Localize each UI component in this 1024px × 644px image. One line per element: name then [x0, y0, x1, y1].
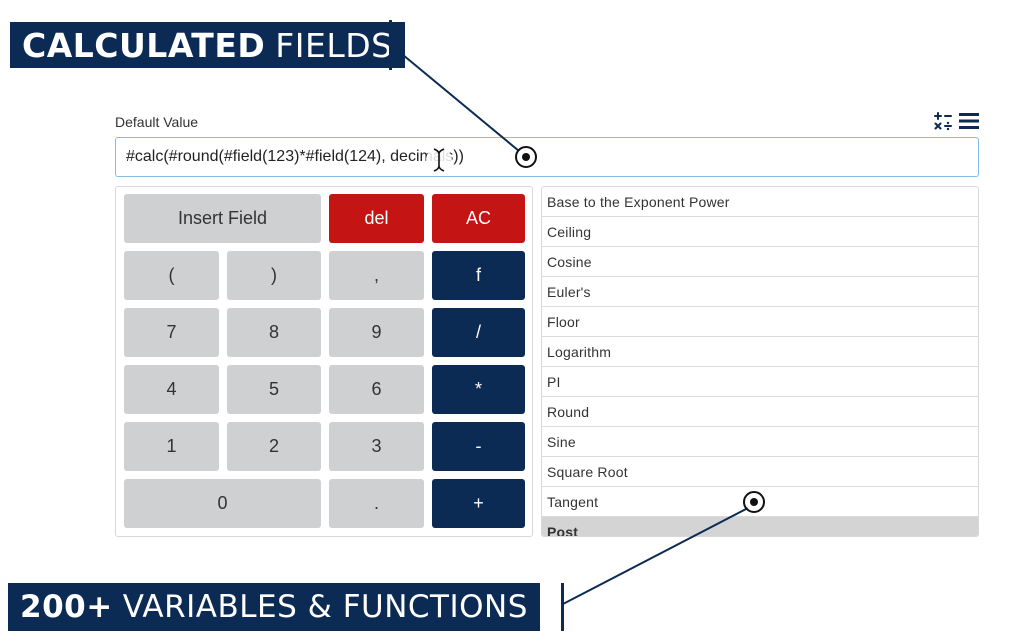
hamburger-menu-icon[interactable] — [959, 112, 979, 135]
function-item-pi[interactable]: PI — [542, 367, 978, 397]
function-item-base-exponent[interactable]: Base to the Exponent Power — [542, 187, 978, 217]
digit-1-button[interactable]: 1 — [124, 422, 219, 471]
digit-0-button[interactable]: 0 — [124, 479, 321, 528]
del-button[interactable]: del — [329, 194, 424, 243]
function-item-eulers[interactable]: Euler's — [542, 277, 978, 307]
digit-5-button[interactable]: 5 — [227, 365, 321, 414]
digit-9-button[interactable]: 9 — [329, 308, 424, 357]
comma-button[interactable]: , — [329, 251, 424, 300]
digit-7-button[interactable]: 7 — [124, 308, 219, 357]
digit-3-button[interactable]: 3 — [329, 422, 424, 471]
banner-top-divider — [389, 20, 392, 70]
function-item-round[interactable]: Round — [542, 397, 978, 427]
calculator-operators-icon[interactable] — [933, 111, 953, 136]
function-item-logarithm[interactable]: Logarithm — [542, 337, 978, 367]
calculated-fields-banner: CALCULATED FIELDS — [10, 22, 405, 68]
function-button[interactable]: f — [432, 251, 525, 300]
open-paren-button[interactable]: ( — [124, 251, 219, 300]
banner-top-light: FIELDS — [275, 25, 393, 65]
function-list[interactable]: Base to the Exponent Power Ceiling Cosin… — [541, 186, 979, 537]
text-cursor-icon — [421, 145, 457, 175]
insert-field-button[interactable]: Insert Field — [124, 194, 321, 243]
function-item-sine[interactable]: Sine — [542, 427, 978, 457]
ac-button[interactable]: AC — [432, 194, 525, 243]
close-paren-button[interactable]: ) — [227, 251, 321, 300]
plus-button[interactable]: + — [432, 479, 525, 528]
function-section-header: Post — [542, 517, 978, 536]
digit-6-button[interactable]: 6 — [329, 365, 424, 414]
decimal-point-button[interactable]: . — [329, 479, 424, 528]
function-item-floor[interactable]: Floor — [542, 307, 978, 337]
digit-8-button[interactable]: 8 — [227, 308, 321, 357]
variables-functions-banner: 200+ VARIABLES & FUNCTIONS — [8, 583, 540, 631]
formula-input[interactable] — [115, 137, 979, 177]
calculator-keypad: Insert Field del AC ( ) , f 7 8 9 / 4 5 … — [115, 186, 533, 537]
banner-bottom-bold: 200+ — [20, 589, 113, 625]
callout-line-top — [390, 44, 520, 152]
banner-bottom-light: VARIABLES & FUNCTIONS — [122, 589, 528, 625]
function-item-square-root[interactable]: Square Root — [542, 457, 978, 487]
function-item-cosine[interactable]: Cosine — [542, 247, 978, 277]
minus-button[interactable]: - — [432, 422, 525, 471]
divide-button[interactable]: / — [432, 308, 525, 357]
banner-top-bold: CALCULATED — [22, 25, 266, 65]
function-item-tangent[interactable]: Tangent — [542, 487, 978, 517]
default-value-label: Default Value — [115, 114, 199, 130]
digit-2-button[interactable]: 2 — [227, 422, 321, 471]
function-item-ceiling[interactable]: Ceiling — [542, 217, 978, 247]
banner-bottom-divider — [561, 583, 564, 631]
multiply-button[interactable]: * — [432, 365, 525, 414]
digit-4-button[interactable]: 4 — [124, 365, 219, 414]
